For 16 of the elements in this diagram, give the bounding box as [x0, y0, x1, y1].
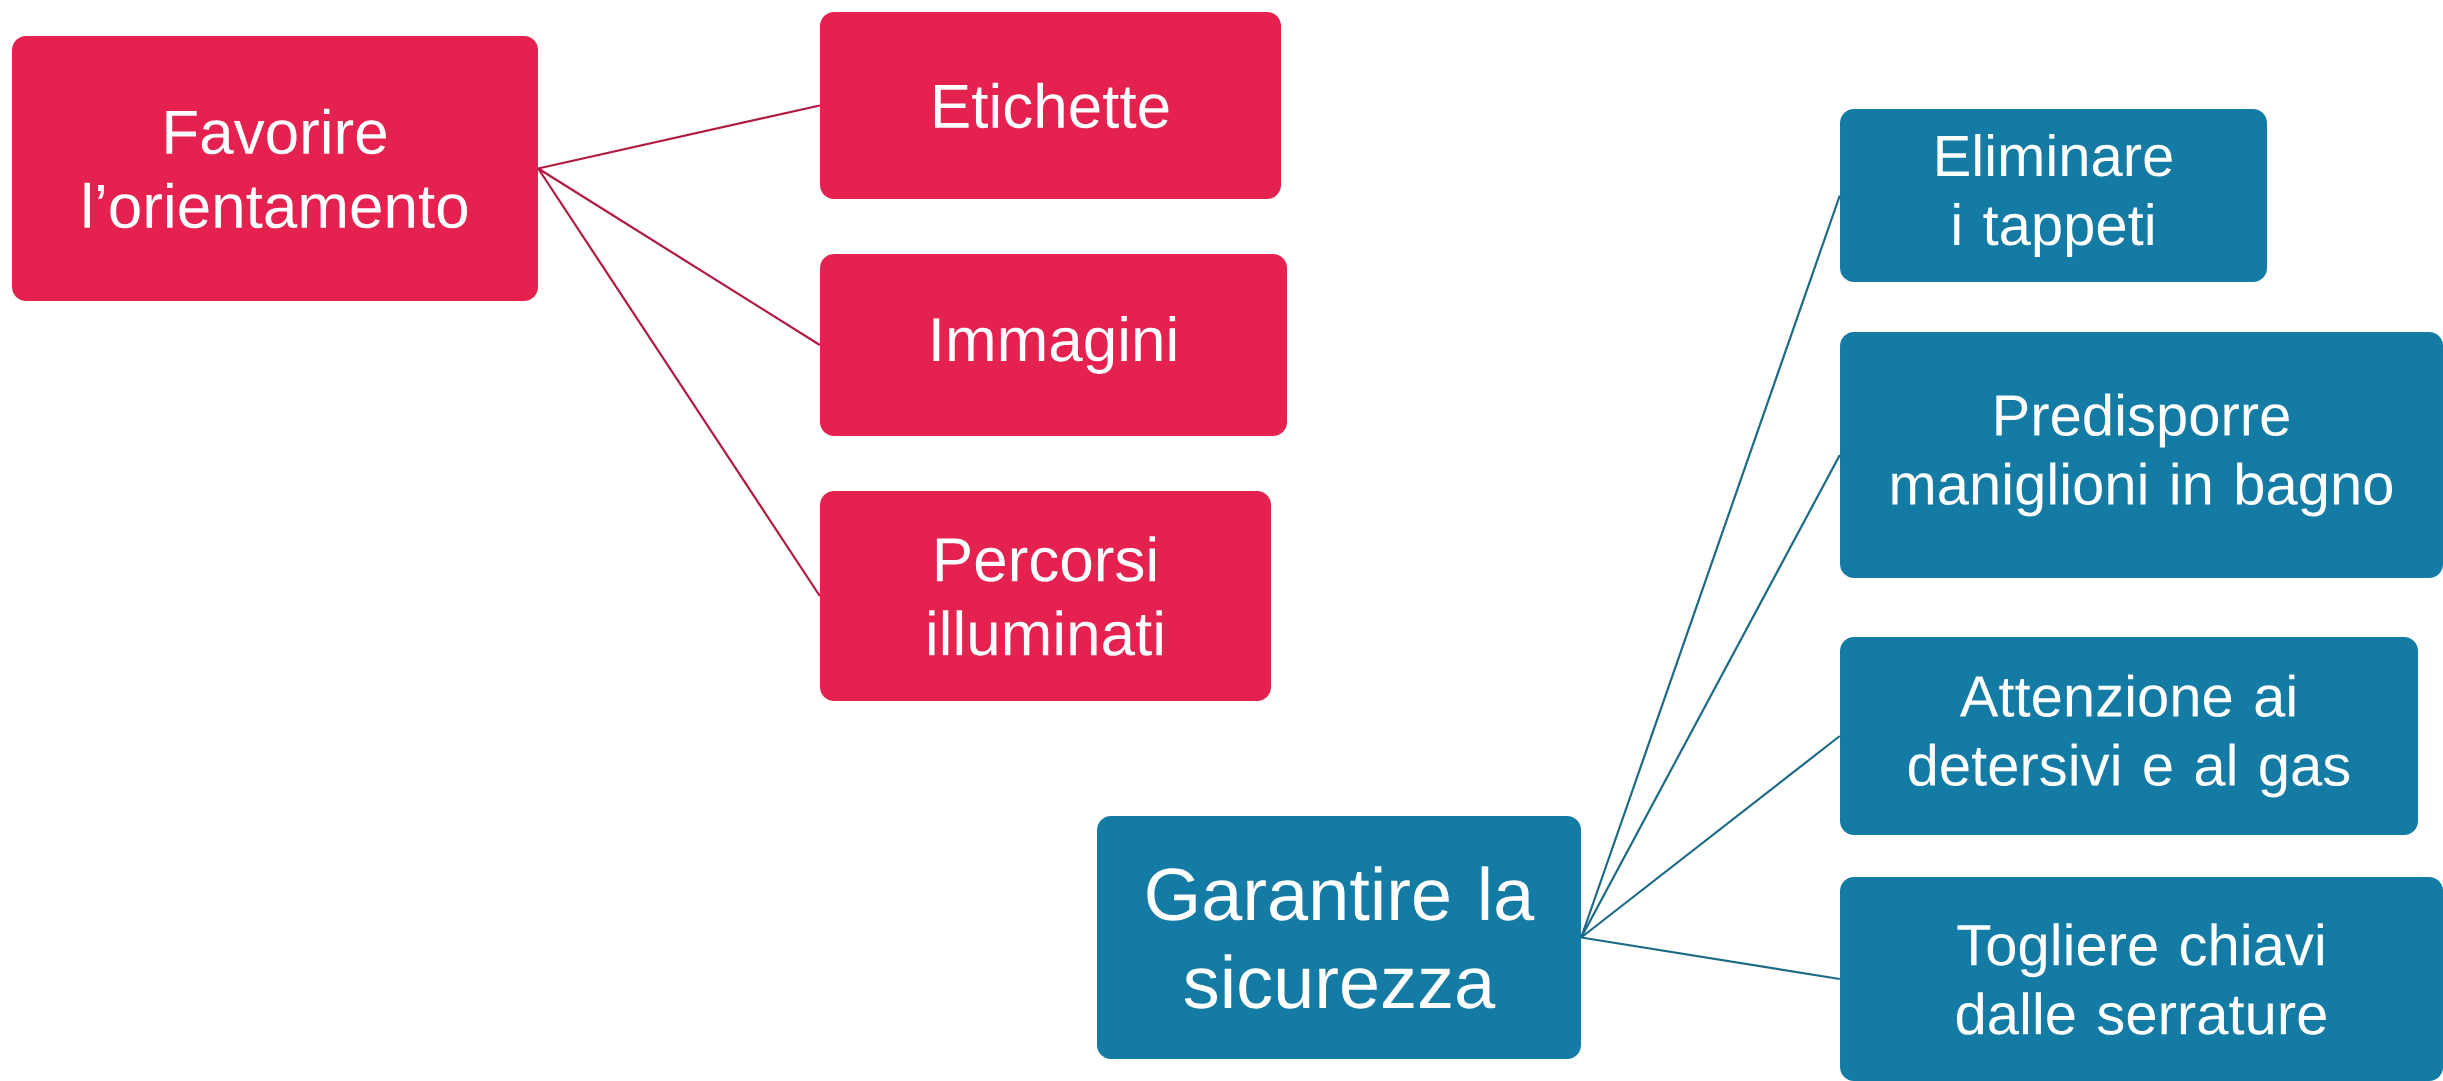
connector-line — [1580, 454, 1841, 938]
topic-box: Predisporre maniglioni in bagno — [1840, 332, 2443, 578]
connector-line — [537, 167, 821, 597]
connector-line — [537, 167, 821, 346]
topic-box: Attenzione ai detersivi e al gas — [1840, 637, 2418, 835]
topic-box: Etichette — [820, 12, 1281, 199]
topic-box: Immagini — [820, 254, 1287, 436]
connector-line — [1580, 195, 1841, 938]
topic-box: Eliminare i tappeti — [1840, 109, 2267, 282]
topic-box: Garantire la sicurezza — [1097, 816, 1581, 1059]
topic-box: Favorire l’orientamento — [12, 36, 538, 301]
topic-box: Percorsi illuminati — [820, 491, 1271, 701]
connector-line — [1580, 735, 1841, 939]
topic-box: Togliere chiavi dalle serrature — [1840, 877, 2443, 1081]
connector-line — [1581, 936, 1840, 981]
connector-line — [538, 104, 821, 170]
